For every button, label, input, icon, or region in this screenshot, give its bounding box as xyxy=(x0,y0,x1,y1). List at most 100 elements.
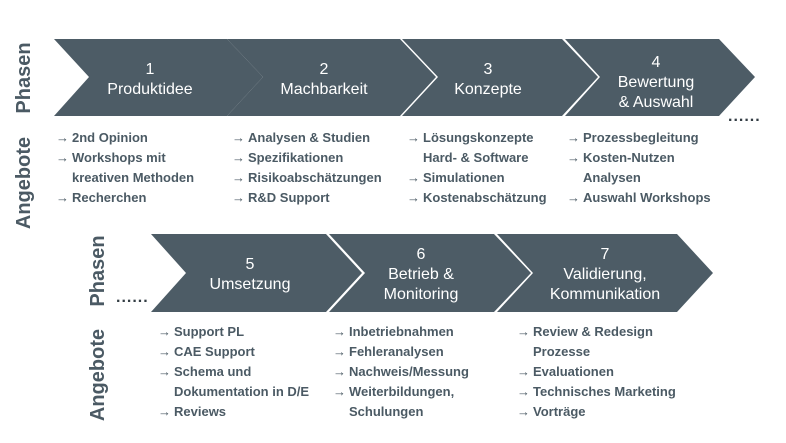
arrow-right-icon: → xyxy=(158,324,171,339)
arrow-right-icon: → xyxy=(517,364,530,379)
offer-item: Analysen xyxy=(567,168,711,188)
phase-2-chevron xyxy=(227,39,436,116)
offer-item-text: 2nd Opinion xyxy=(72,130,148,145)
arrow-right-icon: → xyxy=(407,170,420,185)
offer-item-text: Technisches Marketing xyxy=(533,384,676,399)
offer-item: →Auswahl Workshops xyxy=(567,188,711,208)
arrow-right-icon: → xyxy=(158,364,171,379)
phase-4-title-line2: & Auswahl xyxy=(618,94,694,111)
offer-item-text: Spezifikationen xyxy=(248,150,344,165)
offer-item: →Lösungskonzepte xyxy=(407,128,547,148)
offer-item-text: Review & Redesign xyxy=(533,324,653,339)
offer-item: →Technisches Marketing xyxy=(517,382,676,402)
offer-item: →Evaluationen xyxy=(517,362,676,382)
phase-7-chevron xyxy=(497,234,713,312)
arrow-right-icon: → xyxy=(407,190,420,205)
offer-item-text: Weiterbildungen, xyxy=(349,384,455,399)
phase-7-title-line2: Kommunikation xyxy=(549,286,661,303)
offer-item-text: Inbetriebnahmen xyxy=(349,324,454,339)
offer-item-text: Prozesse xyxy=(533,344,591,359)
offer-item: Hard- & Software xyxy=(407,148,547,168)
arrow-right-icon: → xyxy=(232,150,245,165)
phase-4-number: 4 xyxy=(651,54,661,71)
offer-item: →R&D Support xyxy=(232,188,382,208)
phase-7-text: 7 Validierung, Kommunikation xyxy=(550,245,660,305)
phase-3-chevron xyxy=(402,39,598,116)
offer-item-text: Auswahl Workshops xyxy=(583,190,711,205)
offer-item: →Weiterbildungen, xyxy=(333,382,469,402)
phase-1-number: 1 xyxy=(145,61,155,78)
offer-item: Dokumentation in D/E xyxy=(158,382,309,402)
offer-item: →Nachweis/Messung xyxy=(333,362,469,382)
phase-1-text: 1 Produktidee xyxy=(107,60,192,100)
offer-item: →Review & Redesign xyxy=(517,322,676,342)
arrow-right-icon: → xyxy=(567,130,580,145)
offer-item: Prozesse xyxy=(517,342,676,362)
phase-7-title-line1: Validierung, xyxy=(563,266,647,283)
offer-item-text: Schema und xyxy=(174,364,252,379)
offer-item-text: Simulationen xyxy=(423,170,505,185)
offer-item: →Support PL xyxy=(158,322,309,342)
offer-item-text: Schulungen xyxy=(349,404,424,419)
offer-item: →Analysen & Studien xyxy=(232,128,382,148)
arrow-right-icon: → xyxy=(232,130,245,145)
arrow-right-icon: → xyxy=(517,384,530,399)
offer-item-text: Reviews xyxy=(174,404,227,419)
offer-item-text: Risikoabschätzungen xyxy=(248,170,382,185)
offer-item-text: CAE Support xyxy=(174,344,255,359)
offer-item-text: Lösungskonzepte xyxy=(423,130,534,145)
offer-item: →Prozessbegleitung xyxy=(567,128,711,148)
phase-6-number: 6 xyxy=(416,246,426,263)
offer-item-text: Evaluationen xyxy=(533,364,614,379)
offer-item-text: Analysen & Studien xyxy=(248,130,371,145)
arrow-right-icon: → xyxy=(333,364,346,379)
phase-2-number: 2 xyxy=(319,61,329,78)
offer-item-text: Nachweis/Messung xyxy=(349,364,469,379)
offer-item-text: Hard- & Software xyxy=(423,150,529,165)
offer-item: →Kostenabschätzung xyxy=(407,188,547,208)
offer-item: →Workshops mit xyxy=(56,148,194,168)
continuation-dots-left: ...... xyxy=(116,289,149,306)
offer-item-text: Prozessbegleitung xyxy=(583,130,699,145)
offer-item-text: Kosten-Nutzen xyxy=(583,150,675,165)
phase-4-title-line1: Bewertung xyxy=(617,74,695,91)
offer-item-text: Support PL xyxy=(174,324,245,339)
offer-item: →Schema und xyxy=(158,362,309,382)
phase-1-chevron xyxy=(54,39,263,116)
phase-3-title: Konzepte xyxy=(454,81,522,98)
offer-item-text: kreativen Methoden xyxy=(72,170,195,185)
offer-item: →Risikoabschätzungen xyxy=(232,168,382,188)
arrow-right-icon: → xyxy=(158,344,171,359)
phase-3-text: 3 Konzepte xyxy=(454,60,522,100)
offer-item: →CAE Support xyxy=(158,342,309,362)
continuation-dots-right: ...... xyxy=(728,108,761,125)
offer-item-text: Vorträge xyxy=(533,404,586,419)
arrow-right-icon: → xyxy=(333,384,346,399)
phase-5-title: Umsetzung xyxy=(209,276,291,293)
offer-item: kreativen Methoden xyxy=(56,168,194,188)
offer-item-text: R&D Support xyxy=(248,190,330,205)
offer-item-text: Analysen xyxy=(583,170,641,185)
offer-item: →2nd Opinion xyxy=(56,128,194,148)
phase-7-number: 7 xyxy=(600,246,610,263)
arrow-right-icon: → xyxy=(517,404,530,419)
offer-item: →Recherchen xyxy=(56,188,194,208)
offer-item-text: Fehleranalysen xyxy=(349,344,444,359)
offer-item: →Reviews xyxy=(158,402,309,422)
offer-item: →Vorträge xyxy=(517,402,676,422)
arrow-right-icon: → xyxy=(567,150,580,165)
phase-5-number: 5 xyxy=(245,256,255,273)
phase-4-text: 4 Bewertung & Auswahl xyxy=(618,53,695,113)
arrow-right-icon: → xyxy=(232,190,245,205)
arrow-right-icon: → xyxy=(567,190,580,205)
phase-6-title-line2: Monitoring xyxy=(383,286,459,303)
arrow-right-icon: → xyxy=(407,130,420,145)
phase-2-title: Machbarkeit xyxy=(280,81,368,98)
arrow-right-icon: → xyxy=(56,130,69,145)
phase-6-text: 6 Betrieb & Monitoring xyxy=(384,245,459,305)
